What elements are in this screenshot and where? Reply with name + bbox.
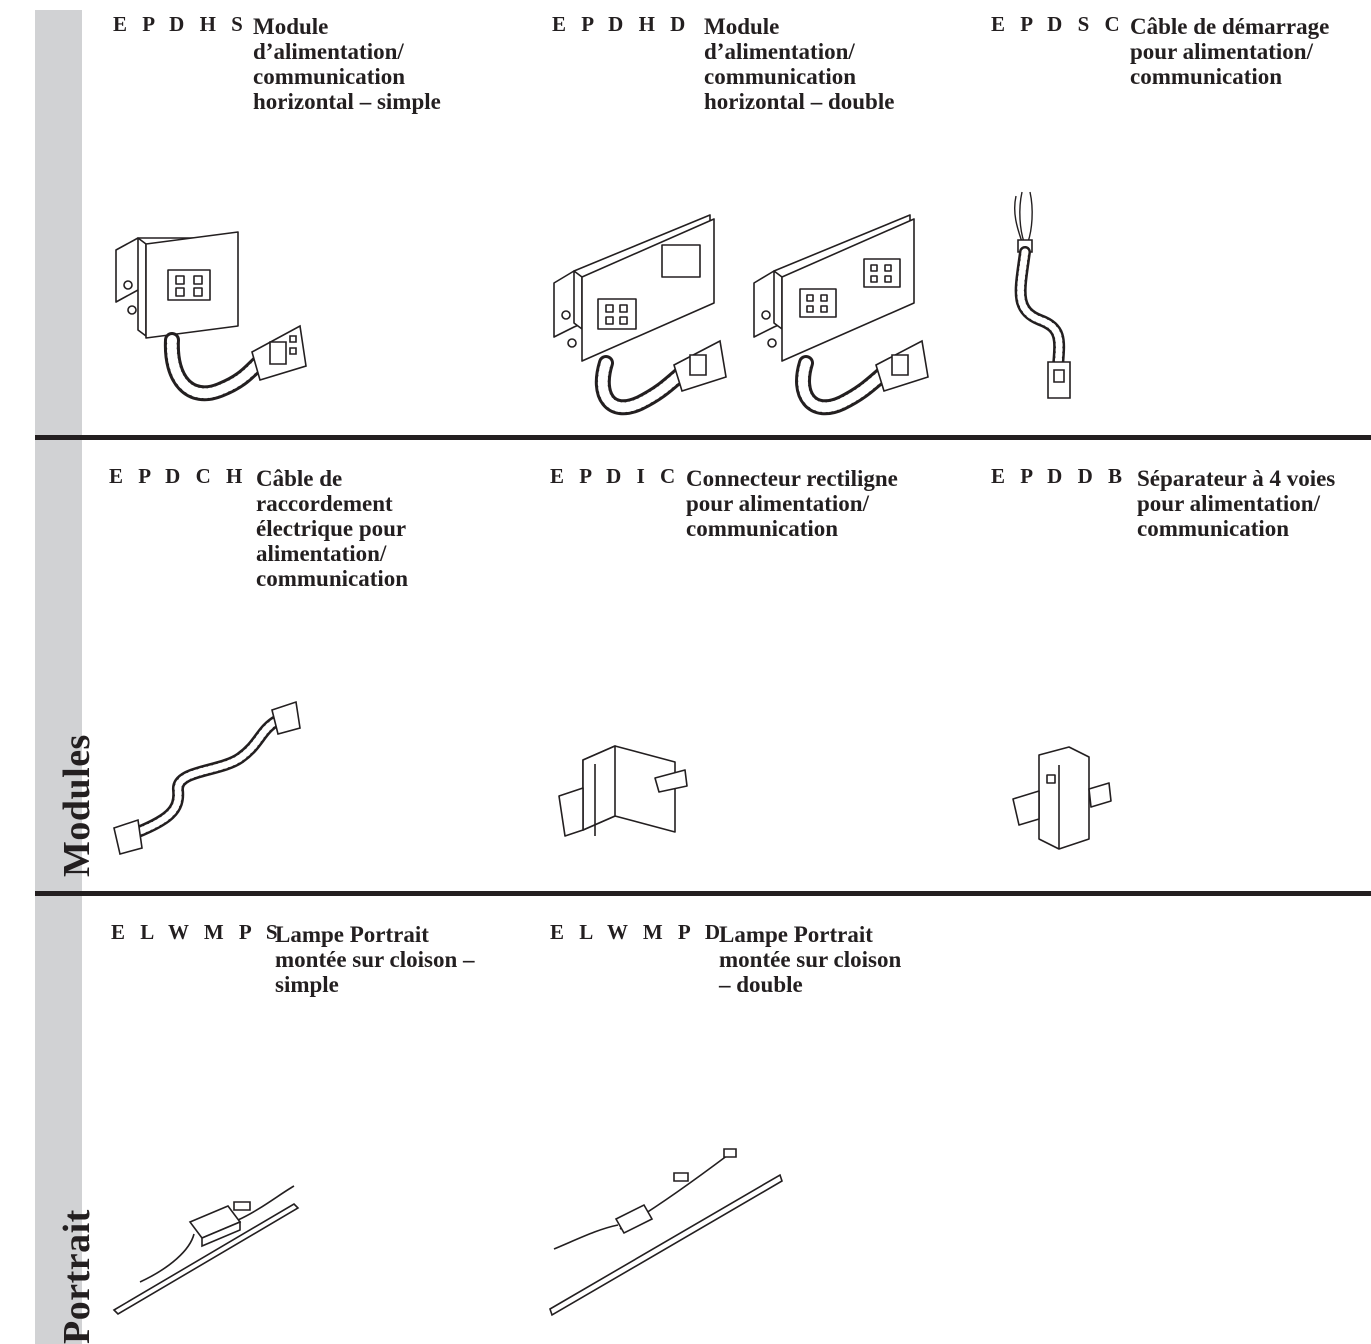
- module-single-illustration: [110, 230, 310, 410]
- section-label-modules: Modules: [56, 734, 98, 877]
- row-divider: [35, 891, 1371, 896]
- product-code-epdsc: E P D S C: [991, 12, 1125, 36]
- lamp-double-illustration: [548, 1125, 788, 1325]
- straight-connector-illustration: [555, 740, 695, 860]
- product-desc-epdic: Connecteur rectiligne pour alimentation/…: [686, 466, 898, 541]
- product-code-epdch: E P D C H: [109, 464, 248, 488]
- product-desc-epdhs: Module d’alimentation/ communication hor…: [253, 14, 441, 114]
- product-desc-epddb: Séparateur à 4 voies pour alimentation/ …: [1137, 466, 1336, 541]
- product-code-epddb: E P D D B: [991, 464, 1128, 488]
- product-code-epdhs: E P D H S: [113, 12, 248, 36]
- section-sidebar: [35, 10, 82, 1344]
- splitter-illustration: [1005, 745, 1115, 855]
- start-cable-illustration: [1000, 190, 1090, 410]
- product-code-elwmps: E L W M P S: [111, 920, 283, 944]
- product-desc-elwmps: Lampe Portrait montée sur cloison – simp…: [275, 922, 475, 997]
- product-code-epdic: E P D I C: [550, 464, 681, 488]
- product-desc-epdch: Câble de raccordement électrique pour al…: [256, 466, 409, 591]
- product-code-elwmpd: E L W M P D: [550, 920, 726, 944]
- section-label-portrait: Portrait: [56, 1209, 98, 1344]
- harness-cable-illustration: [110, 700, 310, 860]
- module-double-illustration: [550, 205, 970, 420]
- lamp-single-illustration: [110, 1170, 310, 1320]
- product-code-epdhd: E P D H D: [552, 12, 691, 36]
- product-desc-elwmpd: Lampe Portrait montée sur cloison – doub…: [719, 922, 902, 997]
- product-desc-epdhd: Module d’alimentation/ communication hor…: [704, 14, 895, 114]
- product-desc-epdsc: Câble de démarrage pour alimentation/ co…: [1130, 14, 1330, 89]
- row-divider: [35, 435, 1371, 440]
